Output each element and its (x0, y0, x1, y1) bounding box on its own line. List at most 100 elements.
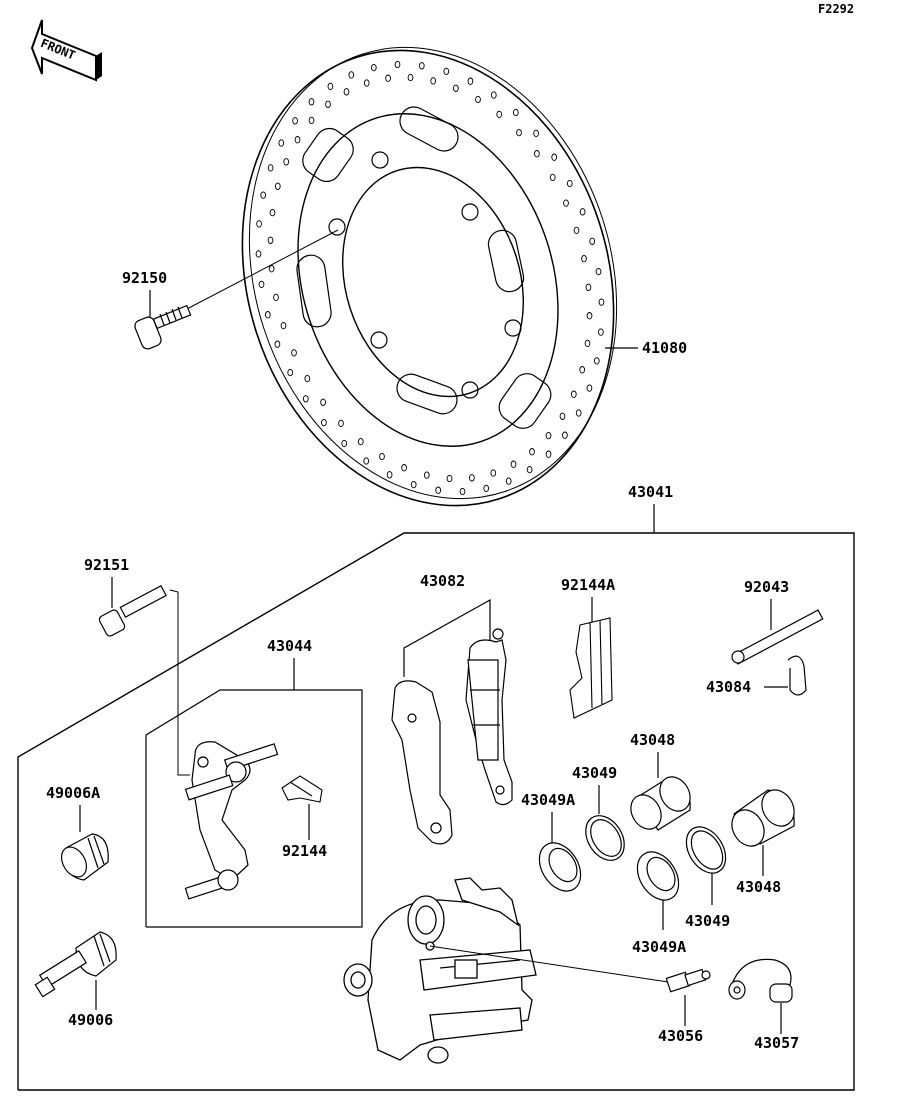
label-43041: 43041 (628, 483, 673, 501)
piston-seal-top (585, 815, 625, 861)
disc-vent-hole (264, 311, 271, 319)
label-41080: 41080 (642, 339, 687, 357)
label-43048-right: 43048 (736, 878, 781, 896)
disc-vent-hole (302, 395, 309, 403)
disc-vent-hole (410, 480, 417, 489)
brake-disc (241, 46, 618, 507)
disc-vent-hole (533, 129, 539, 138)
label-43044: 43044 (267, 637, 312, 655)
bracket-bolt (98, 584, 167, 637)
label-49006A: 49006A (46, 784, 100, 802)
disc-vent-hole (320, 398, 326, 406)
disc-vent-hole (273, 293, 279, 302)
disc-vent-hole (443, 67, 450, 76)
disc-vent-hole (363, 457, 370, 465)
disc-vent-hole (581, 254, 587, 263)
disc-vent-hole (268, 265, 275, 273)
disc-vent-hole (453, 84, 459, 92)
dust-seal-left (538, 842, 582, 892)
pin-clip (787, 655, 807, 696)
disc-vent-hole (516, 128, 522, 137)
disc-vent-hole (534, 150, 540, 158)
piston-seal-right (685, 826, 727, 874)
disc-vent-hole (357, 437, 364, 446)
disc-vent-hole (258, 280, 265, 289)
label-49006: 49006 (68, 1011, 113, 1029)
disc-vent-hole (430, 77, 437, 85)
disc-vent-hole (529, 448, 535, 456)
disc-vent-hole (496, 110, 503, 119)
disc-vent-hole (510, 460, 517, 468)
disc-vent-hole (304, 374, 311, 383)
bracket-box (145, 689, 363, 928)
disc-vent-hole (595, 267, 602, 276)
disc-vent-hole (291, 349, 297, 357)
disc-vent-hole (589, 237, 596, 245)
label-92144: 92144 (282, 842, 327, 860)
disc-vent-hole (280, 321, 287, 330)
disc-vent-hole (435, 486, 442, 494)
disc-vent-hole (562, 431, 568, 439)
disc-vent-hole (267, 236, 274, 244)
disc-vent-hole (563, 199, 569, 207)
bleeder-valve (665, 968, 711, 993)
disc-vent-hole (512, 108, 519, 117)
label-43049-top: 43049 (572, 764, 617, 782)
disc-vent-hole (418, 62, 425, 70)
disc-vent-hole (287, 368, 294, 377)
diagram-code: F2292 (818, 2, 854, 16)
slide-pin (34, 931, 117, 998)
piston-top (630, 776, 691, 831)
disc-vent-hole (570, 390, 577, 398)
disc-vent-hole (338, 419, 344, 428)
front-arrow-icon: FRONT (30, 19, 102, 82)
disc-vent-hole (566, 179, 573, 188)
disc-vent-hole (370, 63, 377, 72)
disc-vent-hole (490, 91, 497, 99)
caliper-bracket (184, 741, 279, 900)
disc-vent-hole (575, 409, 582, 417)
disc-vent-hole (327, 82, 334, 91)
disc-vent-hole (267, 164, 274, 172)
disc-vent-hole (386, 471, 393, 479)
disc-vent-hole (407, 73, 414, 82)
pad-pin (731, 609, 824, 665)
disc-vent-hole (394, 60, 401, 69)
pad-spring-clip (281, 775, 323, 803)
disc-vent-hole (255, 250, 262, 258)
disc-vent-hole (363, 79, 370, 87)
disc-vent-hole (526, 465, 533, 474)
disc-vent-hole (475, 95, 481, 104)
disc-vent-hole (423, 471, 430, 479)
disc-vent-hole (598, 328, 604, 336)
disc-vent-hole (593, 357, 600, 365)
bleeder-cap (728, 958, 793, 1003)
disc-vent-hole (274, 340, 281, 348)
disc-vent-hole (549, 173, 556, 182)
brake-pad-left (391, 680, 453, 845)
disc-bolt (134, 304, 192, 350)
disc-vent-hole (325, 100, 331, 108)
dust-seal-right (636, 851, 680, 901)
piston-right (731, 789, 795, 847)
disc-vent-hole (256, 220, 262, 228)
pad-shim (569, 617, 613, 719)
disc-vent-hole (348, 71, 355, 79)
label-92144A: 92144A (561, 576, 615, 594)
label-43084: 43084 (706, 678, 751, 696)
disc-vent-hole (308, 116, 315, 125)
caliper-body (343, 877, 537, 1064)
label-43048-top: 43048 (630, 731, 675, 749)
label-43056: 43056 (658, 1027, 703, 1045)
disc-vent-hole (505, 477, 512, 485)
disc-vent-hole (573, 226, 580, 235)
disc-vent-hole (469, 474, 475, 482)
disc-vent-hole (401, 464, 407, 472)
disc-vent-hole (579, 208, 586, 216)
disc-vent-hole (559, 412, 566, 420)
disc-vent-hole (278, 139, 285, 147)
disc-vent-hole (446, 474, 453, 483)
disc-vent-hole (292, 117, 298, 125)
disc-vent-hole (274, 182, 281, 190)
